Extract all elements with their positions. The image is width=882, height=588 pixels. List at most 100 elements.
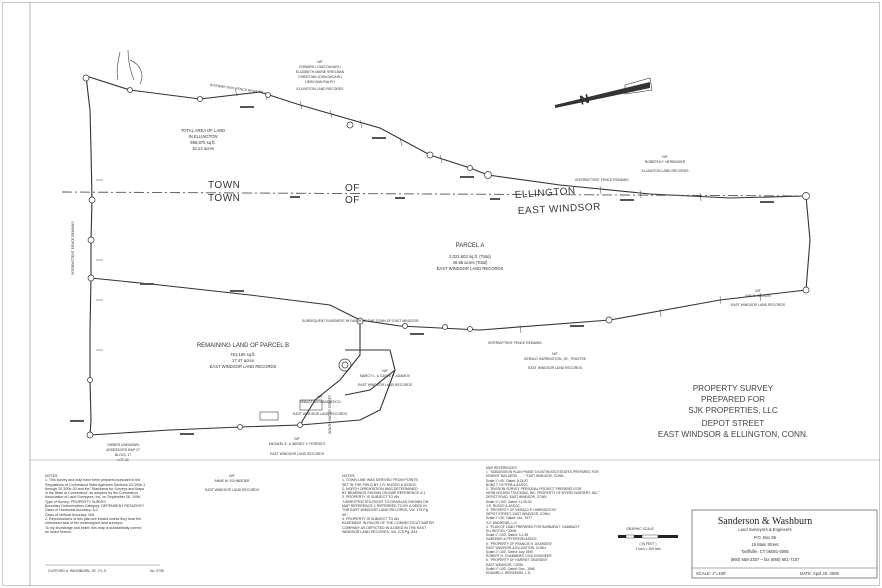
svg-text:EAST WINDSOR LAND RECORDS: EAST WINDSOR LAND RECORDS [293,412,348,416]
svg-text:ROBERTA F. HERBINGER: ROBERTA F. HERBINGER [645,160,686,164]
notes-middle-item: MAP REFERENCE 1 REFERRED TO BY A DEED IN [342,504,427,509]
map-reference-item: Scale:1"=40', Dated: 8-24-87 [486,478,529,483]
map-reference-item: 4. "PLAN OF LAND PREPARED FOR BARBARA T.… [486,524,580,529]
map-reference-item: 3. "PROPERTY OF GERALD P. HARRINGTON" [486,508,557,513]
svg-text:HEIDI ANN RALPH: HEIDI ANN RALPH [305,80,335,84]
map-reference-item: Scale:1"=100', Dated: 3-1-95 [486,533,529,538]
abutter-wilson: N/F KIM M. WILSON EAST WINDSOR LAND RECO… [731,289,786,307]
svg-text:EAST WINDSOR LAND RECORDS: EAST WINDSOR LAND RECORDS [528,366,583,370]
fence-note-left: INTERMITTENT FENCE REMAINS [71,221,75,275]
svg-text:Tariffville, CT 06081-0055: Tariffville, CT 06081-0055 [741,549,789,554]
notes-left-item: through 20-300b-20 and the "Standards fo… [45,486,145,491]
svg-text:OWNER UNKNOWN: OWNER UNKNOWN [107,443,139,447]
svg-text:SEBASTIAN MANDIATICO: SEBASTIAN MANDIATICO [299,400,340,404]
map-reference-item: Scale:1"=30', Dated: Oct., 1977 [486,516,533,521]
notes-middle-item: EASEMENT IN FAVOR OF THE CONNECTICUT WAT… [342,521,434,526]
svg-text:GRAPHIC SCALE: GRAPHIC SCALE [626,527,654,531]
svg-text:761,160 sq.ft.: 761,160 sq.ft. [230,352,255,357]
svg-text:N/F: N/F [662,155,667,159]
map-reference-item: 2. "DIVISION SURVEY PERSONAL PROJECT PRE… [486,487,582,492]
title-block: PROPERTY SURVEY PREPARED FOR SJK PROPERT… [658,384,808,439]
svg-text:658,875 sq.ft.: 658,875 sq.ft. [190,140,215,145]
map-reference-item: EAST WINDSOR & ELLINGTON, CONN. [486,545,547,550]
boundary-monuments [82,74,810,439]
svg-text:IN ELLINGTON: IN ELLINGTON [188,134,217,139]
svg-text:ELIZABETH MARIE SPIELMAN: ELIZABETH MARIE SPIELMAN [296,70,345,74]
map-reference-item: GARDNER & PETERSON ASSOC. [486,537,538,542]
svg-text:KIM M. WILSON: KIM M. WILSON [745,294,771,298]
fence-note-top: INTERMITTENT FENCE REMAINS [210,83,264,95]
map-reference-item: Scale:1"=100', Dated: 11-05-03 [486,499,532,504]
abutter-mandiatico: N/F SEBASTIAN MANDIATICO EAST WINDSOR LA… [293,395,348,416]
svg-text:EAST WINDSOR LAND RECORDS: EAST WINDSOR LAND RECORDS [731,303,786,307]
svg-text:N/F: N/F [294,437,299,441]
svg-text:EAST WINDSOR LAND RECORDS: EAST WINDSOR LAND RECORDS [270,452,325,456]
svg-text:ASSESSORS MAP 27: ASSESSORS MAP 27 [106,448,140,452]
property-boundary [85,75,811,436]
map-reference-item: EDWARD J. WERZINSKI, L.S. [486,571,531,576]
abutter-ferrato: N/F MICHAEL E. & WENDY V. FERRATO EAST W… [269,437,326,456]
map-reference-item: 6. "PROPERTY OF HARRIET DEARDEN" [486,558,548,563]
depot-street-frontage [116,49,143,85]
map-reference-item: BONZ T. HYYPPA & ASSOC. [486,482,529,487]
svg-text:N/F: N/F [317,395,322,399]
notes-middle-item: 99." [342,512,349,517]
north-label: N [578,91,591,108]
surveyor-signature: CLIFFORD A. WASHBURN, JR., P.L.S. No. 97… [45,564,164,573]
notes-left-item: Regulations of Connecticut State Agencie… [45,482,146,487]
svg-text:SCALE: 1"=100': SCALE: 1"=100' [696,571,726,576]
map-reference-item: ROBERT H. CHAMBERS, CIVIL ENGINEER [486,554,552,559]
notes-middle: NOTES: 1. TOWN LINE WAS DERIVED FROM POI… [342,474,477,534]
svg-text:EAST WINDSOR & ELLINGTON, CONN: EAST WINDSOR & ELLINGTON, CONN. [658,430,808,439]
svg-text:SJK PROPERTIES, LLC: SJK PROPERTIES, LLC [688,406,778,415]
svg-text:MICHAEL E. & WENDY V. FERRATO: MICHAEL E. & WENDY V. FERRATO [269,442,326,446]
svg-text:17.47 acres: 17.47 acres [232,358,254,363]
map-reference-item: EAST WINDSOR, CONN. [486,562,524,567]
svg-text:GERALD HARRINGTON, JR., TRUSTE: GERALD HARRINGTON, JR., TRUSTEE [524,357,587,361]
road-label: SOUTH WATER STREET [328,395,332,434]
notes-left-item: Type of Survey: PROPERTY SURVEY [45,499,107,504]
svg-text:EAST WINDSOR LAND RECORDS: EAST WINDSOR LAND RECORDS [358,383,413,387]
svg-text:( IN FEET ): ( IN FEET ) [639,542,656,546]
notes-middle-item: 1. TOWN LINE WAS DERIVED FROM POINTS [342,478,418,483]
notes-middle-item: WINDSOR LAND RECORDS, Vol. 278 Pg. 824. [342,529,419,534]
parcel-a-label: PARCEL A 2,021,802 sq.ft. (Total) 46.96 … [437,243,504,271]
notes-middle-item: 4. PROPERTY IS SUBJECT TO AN [342,516,399,521]
ellington-area-label: TOTAL AREA OF LAND IN ELLINGTON 658,875 … [181,128,225,151]
abutter-decarli: N/F EDWARD LOUIS DeCARLI ELIZABETH MARIE… [296,60,345,91]
map-reference-item: 5. "PROPERTY OF FRANCIS H. DEARDEN" [486,541,553,546]
town-line [61,191,807,197]
notes-middle-item: SET IN THE FIELD BY J.R. RUSSO & ASSOC. [342,482,418,487]
svg-text:(860) 658-2307 ~ fax (860) 651: (860) 658-2307 ~ fax (860) 651-7157 [731,557,800,562]
svg-text:N/F: N/F [382,369,387,373]
map-references-heading: MAP REFERENCES: [486,466,518,470]
svg-text:1 inch = 100 feet: 1 inch = 100 feet [635,547,660,551]
svg-text:REMAINING LAND OF PARCEL B: REMAINING LAND OF PARCEL B [197,343,289,349]
map-reference-item: G.F. ANDREWS, L.S. [486,520,518,525]
map-reference-item: J.R. RUSSO & ASSOC. [486,503,521,508]
firm-box: Sanderson & Washburn Land Surveyors & En… [691,509,878,579]
svg-text:P.O. Box 55: P.O. Box 55 [754,535,777,540]
notes-left-item: 1. This survey and map have been prepare… [45,478,141,483]
notes-middle-item: THE EAST WINDSOR LAND RECORDS, Vol. 175 … [342,508,429,513]
map-reference-item: HERB HOLDEN TRUCKING, INC. PROPERTY OF M… [486,491,600,496]
notes-middle-item: BY BEARINGS SHOWN ON MAP REFERENCE # 1 [342,491,426,496]
notes-left-item: in the State of Connecticut" as adopted … [45,491,138,496]
notes-middle-item: "UNRESTRICTED RIGHT TO DRAIN AS SHOWN ON [342,499,429,504]
easement-note: SUBSEQUENT EASEMENT IN FAVOR OF THE TOWN… [302,319,419,323]
svg-text:EDWARD LOUIS DeCARLI: EDWARD LOUIS DeCARLI [299,65,340,69]
svg-text:ELLINGTON LAND RECORDS: ELLINGTON LAND RECORDS [641,169,689,173]
fence-note-right: INTERMITTENT FENCE REMAINS [575,178,629,182]
svg-text:N/F: N/F [755,289,760,293]
svg-text:N/F: N/F [552,352,557,356]
of-label-upper: OF [345,183,360,194]
svg-text:CLIFFORD A. WASHBURN, JR., P.L: CLIFFORD A. WASHBURN, JR., P.L.S. [48,569,107,573]
svg-text:TOTAL AREA OF LAND: TOTAL AREA OF LAND [181,128,225,133]
map-reference-item: Scale:1"=100', Dated: July 1959 [486,550,533,555]
map-reference-item: 1. "SUBDIVISION PLAN PHASE 3 EASTWOOD ES… [486,470,599,475]
svg-text:BLOCK 17: BLOCK 17 [115,453,131,457]
abutter-schneider: N/F ANNE M. SCHNEIDER EAST WINDSOR LAND … [205,474,260,492]
svg-text:MARCY L. & GAYLE P. ADAMOV: MARCY L. & GAYLE P. ADAMOV [360,374,411,378]
town-label-upper: TOWN [208,180,240,191]
